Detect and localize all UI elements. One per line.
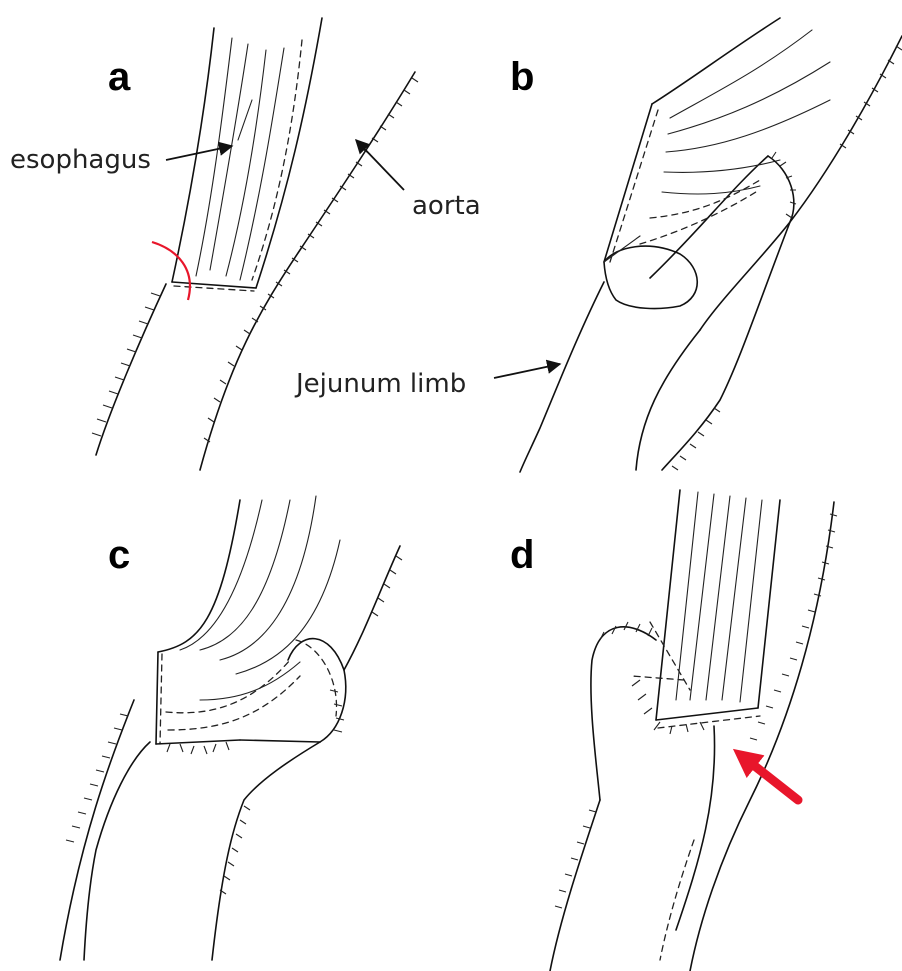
esophagus-drawing <box>632 490 780 728</box>
jejunum-arrow <box>494 364 560 378</box>
panel-c: c <box>60 496 402 960</box>
resection-line <box>152 242 190 300</box>
panel-letter-b: b <box>510 55 534 99</box>
aorta-left-wall <box>92 284 166 455</box>
esophagus-drawing <box>604 18 830 308</box>
jejunum-anastomosis <box>591 622 704 800</box>
aorta-arrow <box>356 140 404 190</box>
jejunum-anastomosis <box>156 639 346 754</box>
red-highlight-arrow <box>742 756 798 800</box>
panel-a: a esophagus aorta <box>10 18 481 470</box>
panel-letter-a: a <box>108 55 131 99</box>
panel-letter-c: c <box>108 533 130 577</box>
label-jejunum-limb: Jejunum limb <box>294 369 466 399</box>
label-aorta: aorta <box>412 191 481 221</box>
aorta-drawing <box>60 546 402 960</box>
aorta-right-wall <box>200 72 418 470</box>
label-esophagus: esophagus <box>10 145 151 175</box>
panel-letter-d: d <box>510 533 534 577</box>
panel-b: b Jejun <box>294 18 902 472</box>
esophagus-arrow <box>166 146 232 160</box>
esophagus-drawing <box>156 496 340 744</box>
jejunum-limb <box>520 282 604 472</box>
panel-d: d <box>510 490 837 971</box>
